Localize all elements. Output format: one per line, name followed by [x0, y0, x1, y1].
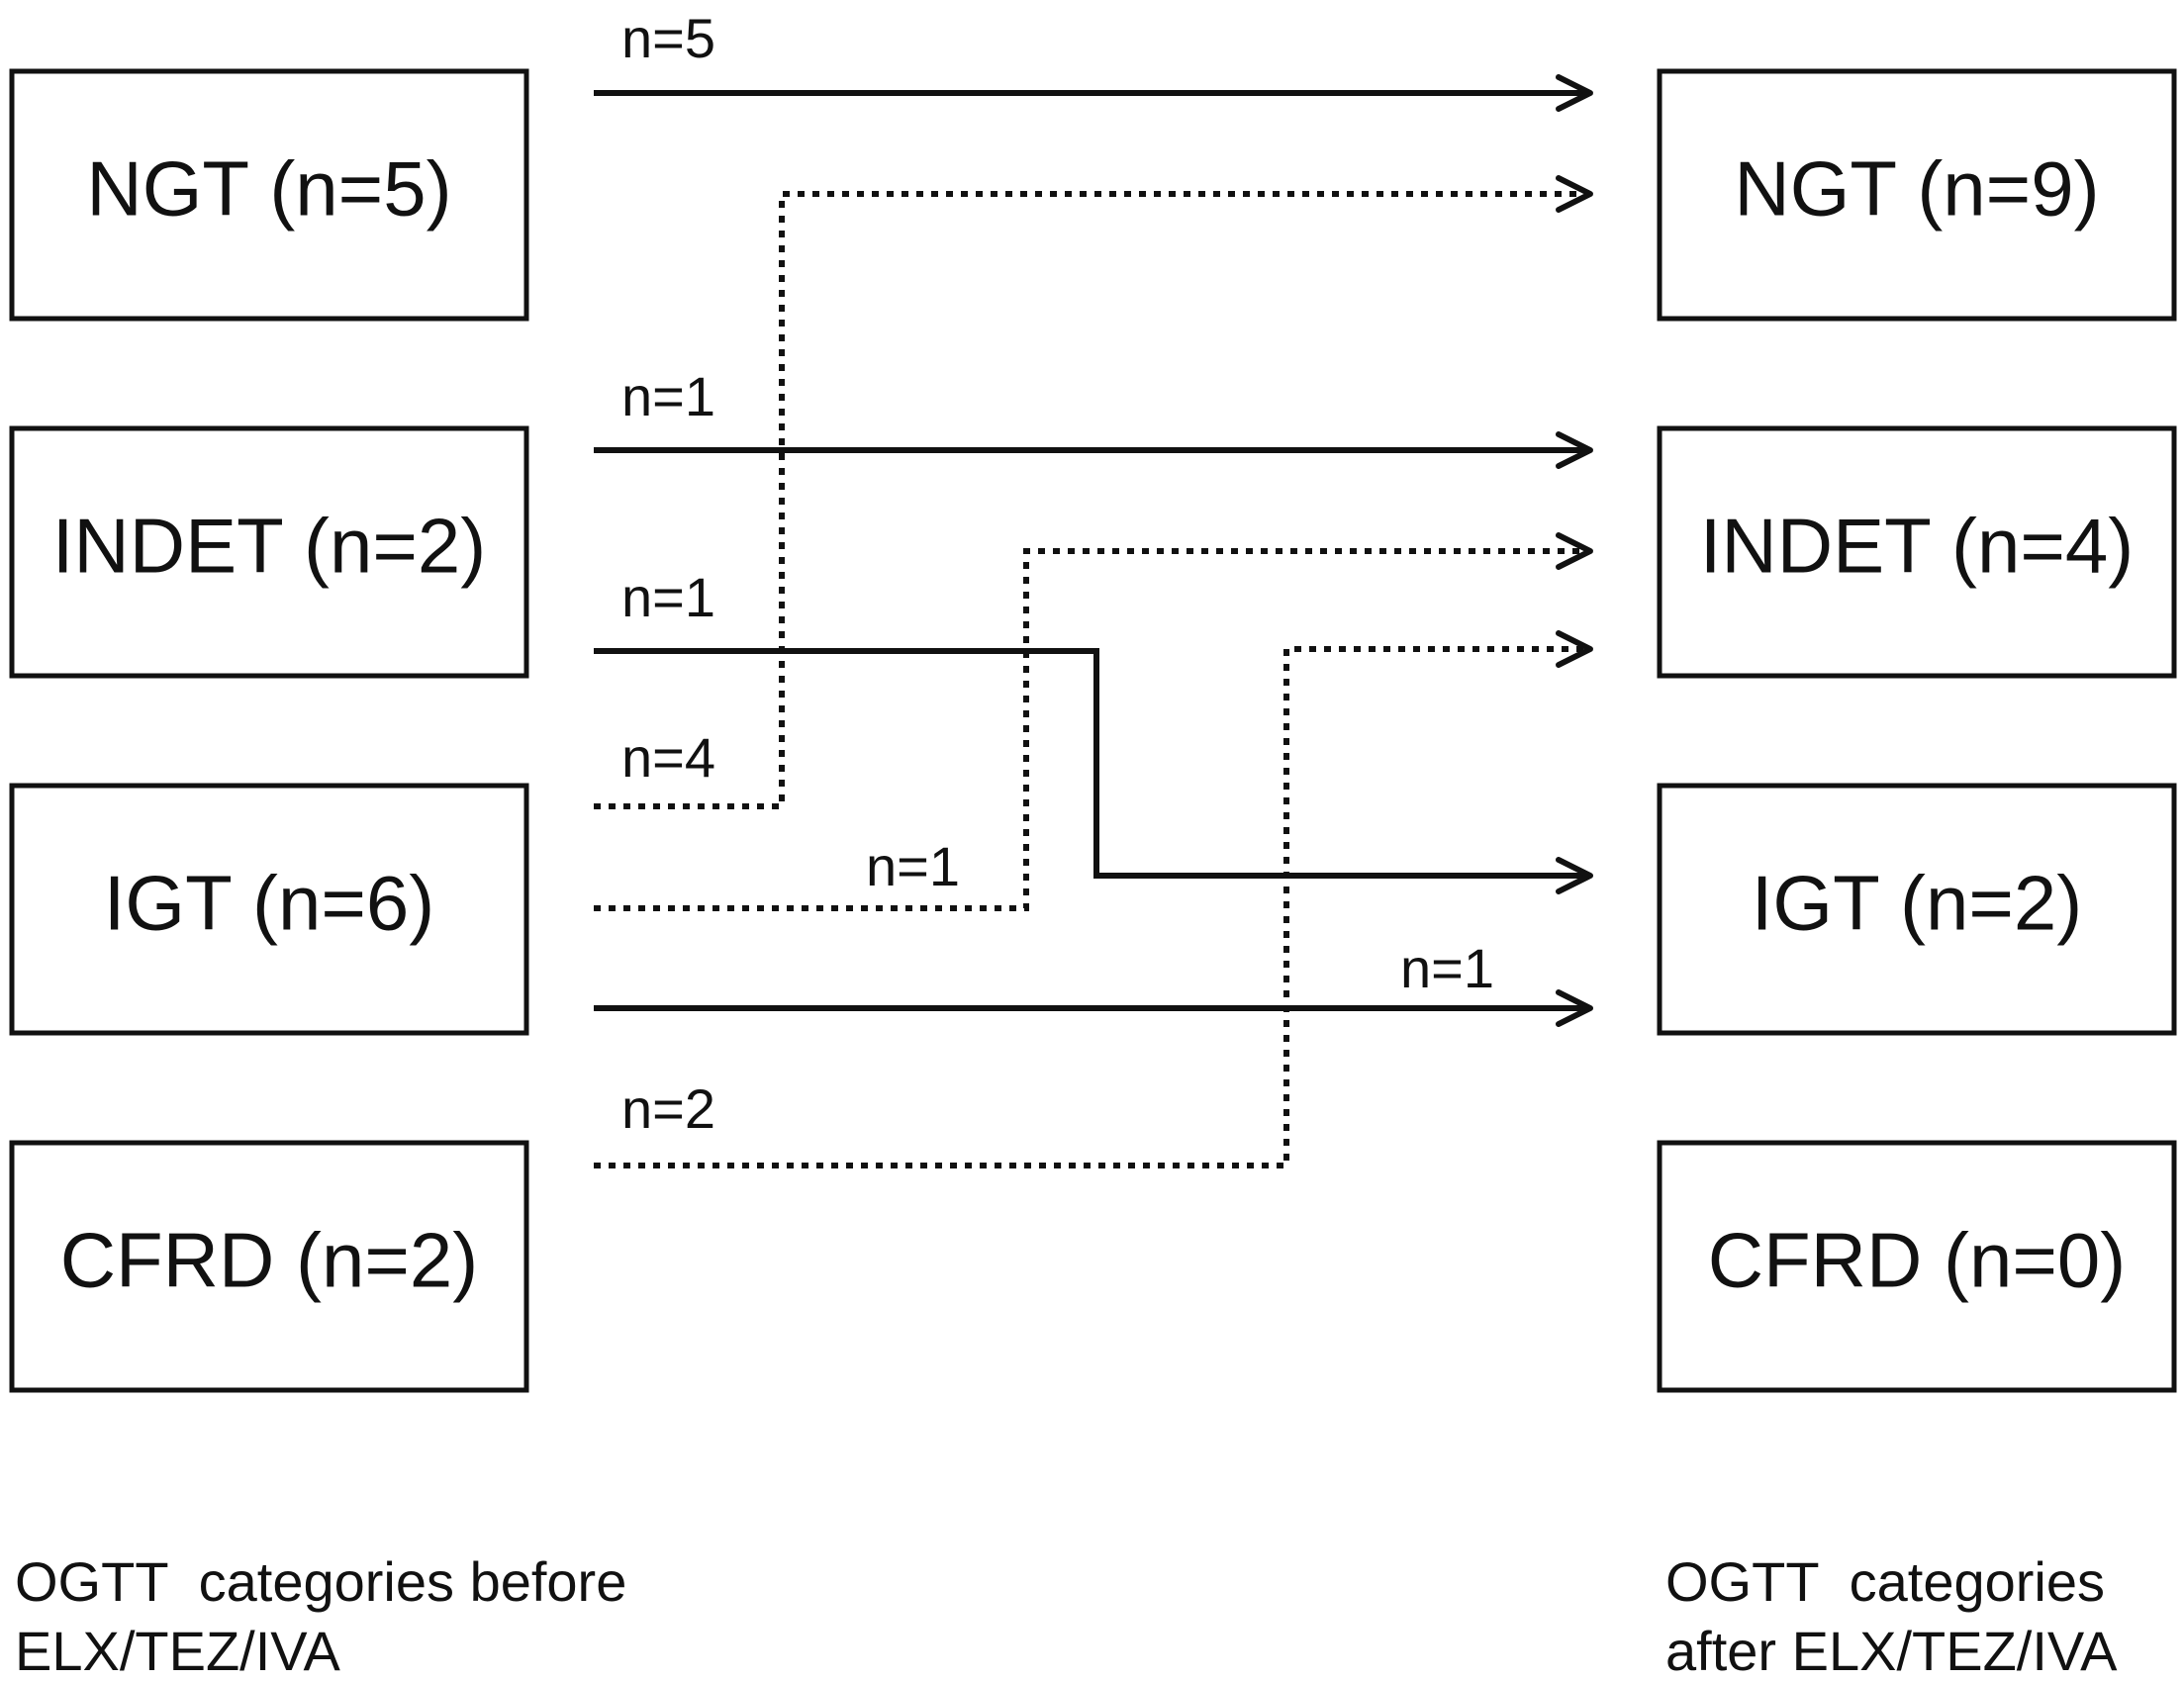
- caption-before-line1: OGTT categories before: [15, 1550, 626, 1613]
- flow-indet-to-igt: n=1: [594, 566, 1593, 894]
- before-box-cfrd: CFRD (n=2): [9, 1140, 529, 1393]
- before-box-ngt: NGT (n=5): [9, 68, 529, 322]
- flow-label: n=1: [1400, 937, 1494, 999]
- box-label: IGT (n=2): [1752, 860, 2083, 947]
- arrowhead-icon: [1556, 175, 1593, 213]
- box-label: CFRD (n=2): [60, 1217, 479, 1304]
- after-box-igt: IGT (n=2): [1657, 783, 2177, 1036]
- flow-cfrd-to-indet: n=2: [594, 630, 1593, 1168]
- before-box-indet: INDET (n=2): [9, 425, 529, 679]
- box-label: INDET (n=4): [1700, 503, 2135, 590]
- box-label: INDET (n=2): [52, 503, 487, 590]
- flow-ngt-to-ngt: n=5: [594, 7, 1593, 112]
- arrowhead-icon: [1556, 857, 1593, 894]
- flow-label: n=1: [866, 835, 960, 897]
- flow-label: n=2: [621, 1077, 715, 1140]
- flow-indet-to-indet: n=1: [594, 365, 1593, 469]
- flow-igt-to-igt: n=1: [594, 937, 1593, 1027]
- flow-label: n=1: [621, 566, 715, 628]
- caption-before-line2: ELX/TEZ/IVA: [15, 1620, 340, 1681]
- flow-igt-to-ngt: n=4: [594, 175, 1593, 809]
- box-label: NGT (n=5): [86, 145, 451, 233]
- arrowhead-icon: [1556, 431, 1593, 469]
- caption-after-line2: after ELX/TEZ/IVA: [1665, 1620, 2118, 1681]
- arrowhead-icon: [1556, 532, 1593, 570]
- caption-after-line1: OGTT categories: [1665, 1550, 2105, 1613]
- before-box-igt: IGT (n=6): [9, 783, 529, 1036]
- caption-before: OGTT categories before ELX/TEZ/IVA: [15, 1550, 626, 1681]
- box-label: IGT (n=6): [104, 860, 435, 947]
- caption-after: OGTT categories after ELX/TEZ/IVA: [1665, 1550, 2118, 1681]
- arrowhead-icon: [1556, 74, 1593, 112]
- after-box-indet: INDET (n=4): [1657, 425, 2177, 679]
- after-box-cfrd: CFRD (n=0): [1657, 1140, 2177, 1393]
- box-label: CFRD (n=0): [1708, 1217, 2127, 1304]
- flow-igt-to-indet: n=1: [594, 532, 1593, 911]
- box-label: NGT (n=9): [1734, 145, 2099, 233]
- arrowhead-icon: [1556, 630, 1593, 668]
- flow-label: n=1: [621, 365, 715, 427]
- after-box-ngt: NGT (n=9): [1657, 68, 2177, 322]
- arrowhead-icon: [1556, 989, 1593, 1027]
- flow-label: n=5: [621, 7, 715, 69]
- flow-label: n=4: [621, 726, 715, 789]
